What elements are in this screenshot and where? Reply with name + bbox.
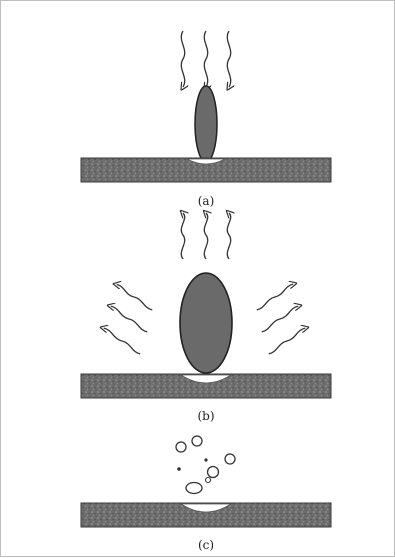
incoming-wave-arrow [204, 31, 207, 87]
ejecta-wave-arrow [181, 213, 184, 259]
panel-c: (c) [81, 436, 331, 552]
debris-dot [177, 467, 181, 471]
debris-bubble [206, 478, 211, 483]
debris-bubble [208, 467, 219, 478]
panel-label-a: (a) [198, 194, 215, 208]
ejecta-wave-arrow [100, 328, 144, 354]
panel-label-c: (c) [198, 538, 214, 552]
ejecta-wave-arrow [258, 306, 302, 332]
panel-label-b: (b) [197, 409, 214, 423]
incoming-wave-arrow [181, 31, 184, 87]
particle-narrow [195, 86, 217, 162]
debris-bubble [186, 483, 202, 494]
ejecta-wave-arrow [107, 306, 151, 332]
particle-expanded [180, 273, 232, 373]
incoming-wave-arrow [227, 31, 230, 87]
ejecta-wave-arrow [113, 284, 156, 310]
debris-bubble [192, 436, 202, 446]
panel-b: (b) [81, 213, 331, 423]
debris-dot [204, 458, 207, 461]
ejecta-wave-arrow [265, 328, 309, 354]
ejecta-wave-arrow [204, 213, 207, 259]
debris-bubble [225, 454, 235, 464]
debris-bubble [176, 442, 186, 452]
ejecta-wave-arrow [227, 213, 230, 259]
panel-a: (a) [81, 31, 331, 208]
ejecta-wave-arrow [253, 284, 297, 310]
